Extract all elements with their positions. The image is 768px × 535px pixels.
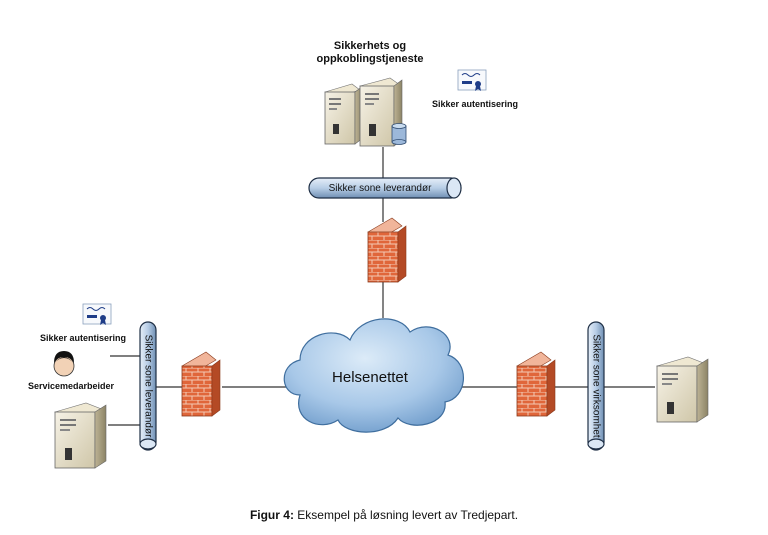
left-zone-label: Sikker sone leverandør [142, 335, 153, 438]
right-zone-label: Sikker sone virksomhet [590, 334, 601, 438]
person-icon [53, 351, 75, 377]
certificate-icon [82, 303, 112, 325]
top-zone-label: Sikker sone leverandør [329, 183, 432, 194]
firewall-icon [516, 351, 556, 417]
right-zone-pipe [587, 321, 605, 451]
top-server-label-line1: Sikkerhets og [333, 40, 407, 52]
top-server-label: Sikkerhets og oppkoblingstjeneste [317, 40, 424, 66]
left-auth-label: Sikker autentisering [40, 333, 127, 343]
firewall-icon [181, 351, 221, 417]
top-zone-pipe [308, 177, 462, 199]
left-zone-pipe [139, 321, 157, 451]
cloud-label: Helsenettet [332, 369, 409, 386]
top-auth-label: Sikker autentisering [432, 99, 519, 109]
caption-text: Eksempel på løsning levert av Tredjepart… [293, 508, 519, 522]
server-icon [656, 356, 709, 423]
server-icon [54, 402, 107, 469]
figure-caption: Figur 4: Eksempel på løsning levert av T… [0, 508, 768, 522]
top-server-cluster [324, 77, 407, 147]
server-icon [324, 83, 364, 145]
firewall-icon [367, 217, 407, 283]
top-server-label-line2: oppkoblingstjeneste [316, 53, 424, 65]
database-icon [391, 123, 407, 145]
certificate-icon [457, 69, 487, 91]
caption-prefix: Figur 4: [249, 508, 294, 522]
left-person-label: Servicemedarbeider [28, 381, 115, 391]
cloud-icon [283, 318, 464, 433]
